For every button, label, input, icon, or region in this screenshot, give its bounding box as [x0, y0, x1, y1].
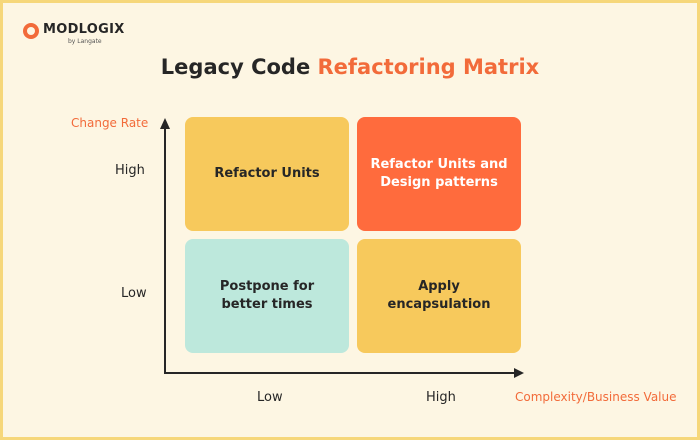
- y-axis-title: Change Rate: [71, 116, 149, 130]
- quadrant-bottom-right: Apply encapsulation: [357, 239, 521, 353]
- quadrant-top-left-label: Refactor Units: [214, 166, 320, 181]
- title-part-accent: Refactoring Matrix: [317, 55, 540, 79]
- x-tick-high: High: [426, 390, 456, 405]
- brand-name: MODLOGIX: [43, 22, 125, 37]
- y-tick-low: Low: [121, 286, 147, 301]
- quadrant-top-right-label: Refactor Units and Design patterns: [370, 157, 508, 190]
- quadrant-bottom-left-label: Postpone for better times: [219, 279, 315, 312]
- y-tick-high: High: [115, 163, 145, 178]
- title-part-dark: Legacy Code: [160, 55, 311, 79]
- quadrant-bottom-right-label: Apply encapsulation: [387, 279, 491, 312]
- logo-ring-icon: [23, 23, 39, 39]
- brand-byline: by Langate: [68, 38, 102, 45]
- x-tick-low: Low: [257, 390, 283, 405]
- quadrant-top-left: Refactor Units: [185, 117, 349, 231]
- x-axis-arrow-icon: [514, 368, 524, 378]
- quadrant-bottom-left: Postpone for better times: [185, 239, 349, 353]
- matrix-axes: [160, 118, 524, 378]
- y-axis-arrow-icon: [160, 118, 170, 129]
- page-title: Legacy Code Refactoring Matrix: [3, 55, 697, 79]
- x-axis-title: Complexity/Business Value: [515, 390, 677, 404]
- quadrant-top-right: Refactor Units and Design patterns: [357, 117, 521, 231]
